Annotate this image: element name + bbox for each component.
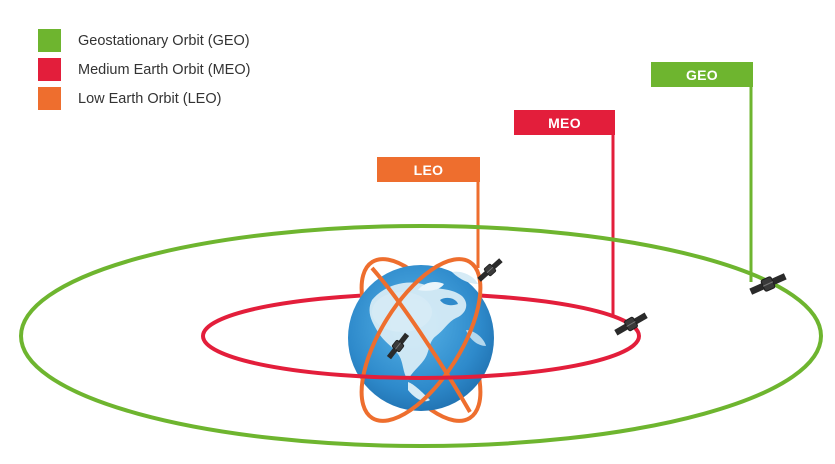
meo-satellite-icon: [612, 309, 650, 339]
geo-flag: GEO: [651, 62, 753, 87]
geo-orbit: [19, 224, 823, 448]
leo-orbit-b: [359, 257, 483, 423]
legend-swatch-meo: [38, 58, 61, 81]
legend-label-geo: Geostationary Orbit (GEO): [78, 32, 250, 49]
meo-orbit-front: [201, 335, 641, 380]
legend: Geostationary Orbit (GEO) Medium Earth O…: [38, 28, 250, 115]
legend-swatch-geo: [38, 29, 61, 52]
legend-item-meo: Medium Earth Orbit (MEO): [38, 57, 250, 82]
legend-swatch-leo: [38, 87, 61, 110]
earth-globe: [348, 265, 494, 411]
legend-label-leo: Low Earth Orbit (LEO): [78, 90, 222, 107]
leo-orbit-a-front: [370, 266, 472, 413]
meo-flag: MEO: [514, 110, 615, 135]
legend-item-geo: Geostationary Orbit (GEO): [38, 28, 250, 53]
leo-satellite-icon-top: [475, 256, 505, 284]
legend-item-leo: Low Earth Orbit (LEO): [38, 86, 250, 111]
legend-label-meo: Medium Earth Orbit (MEO): [78, 61, 251, 78]
leo-flag: LEO: [377, 157, 480, 182]
